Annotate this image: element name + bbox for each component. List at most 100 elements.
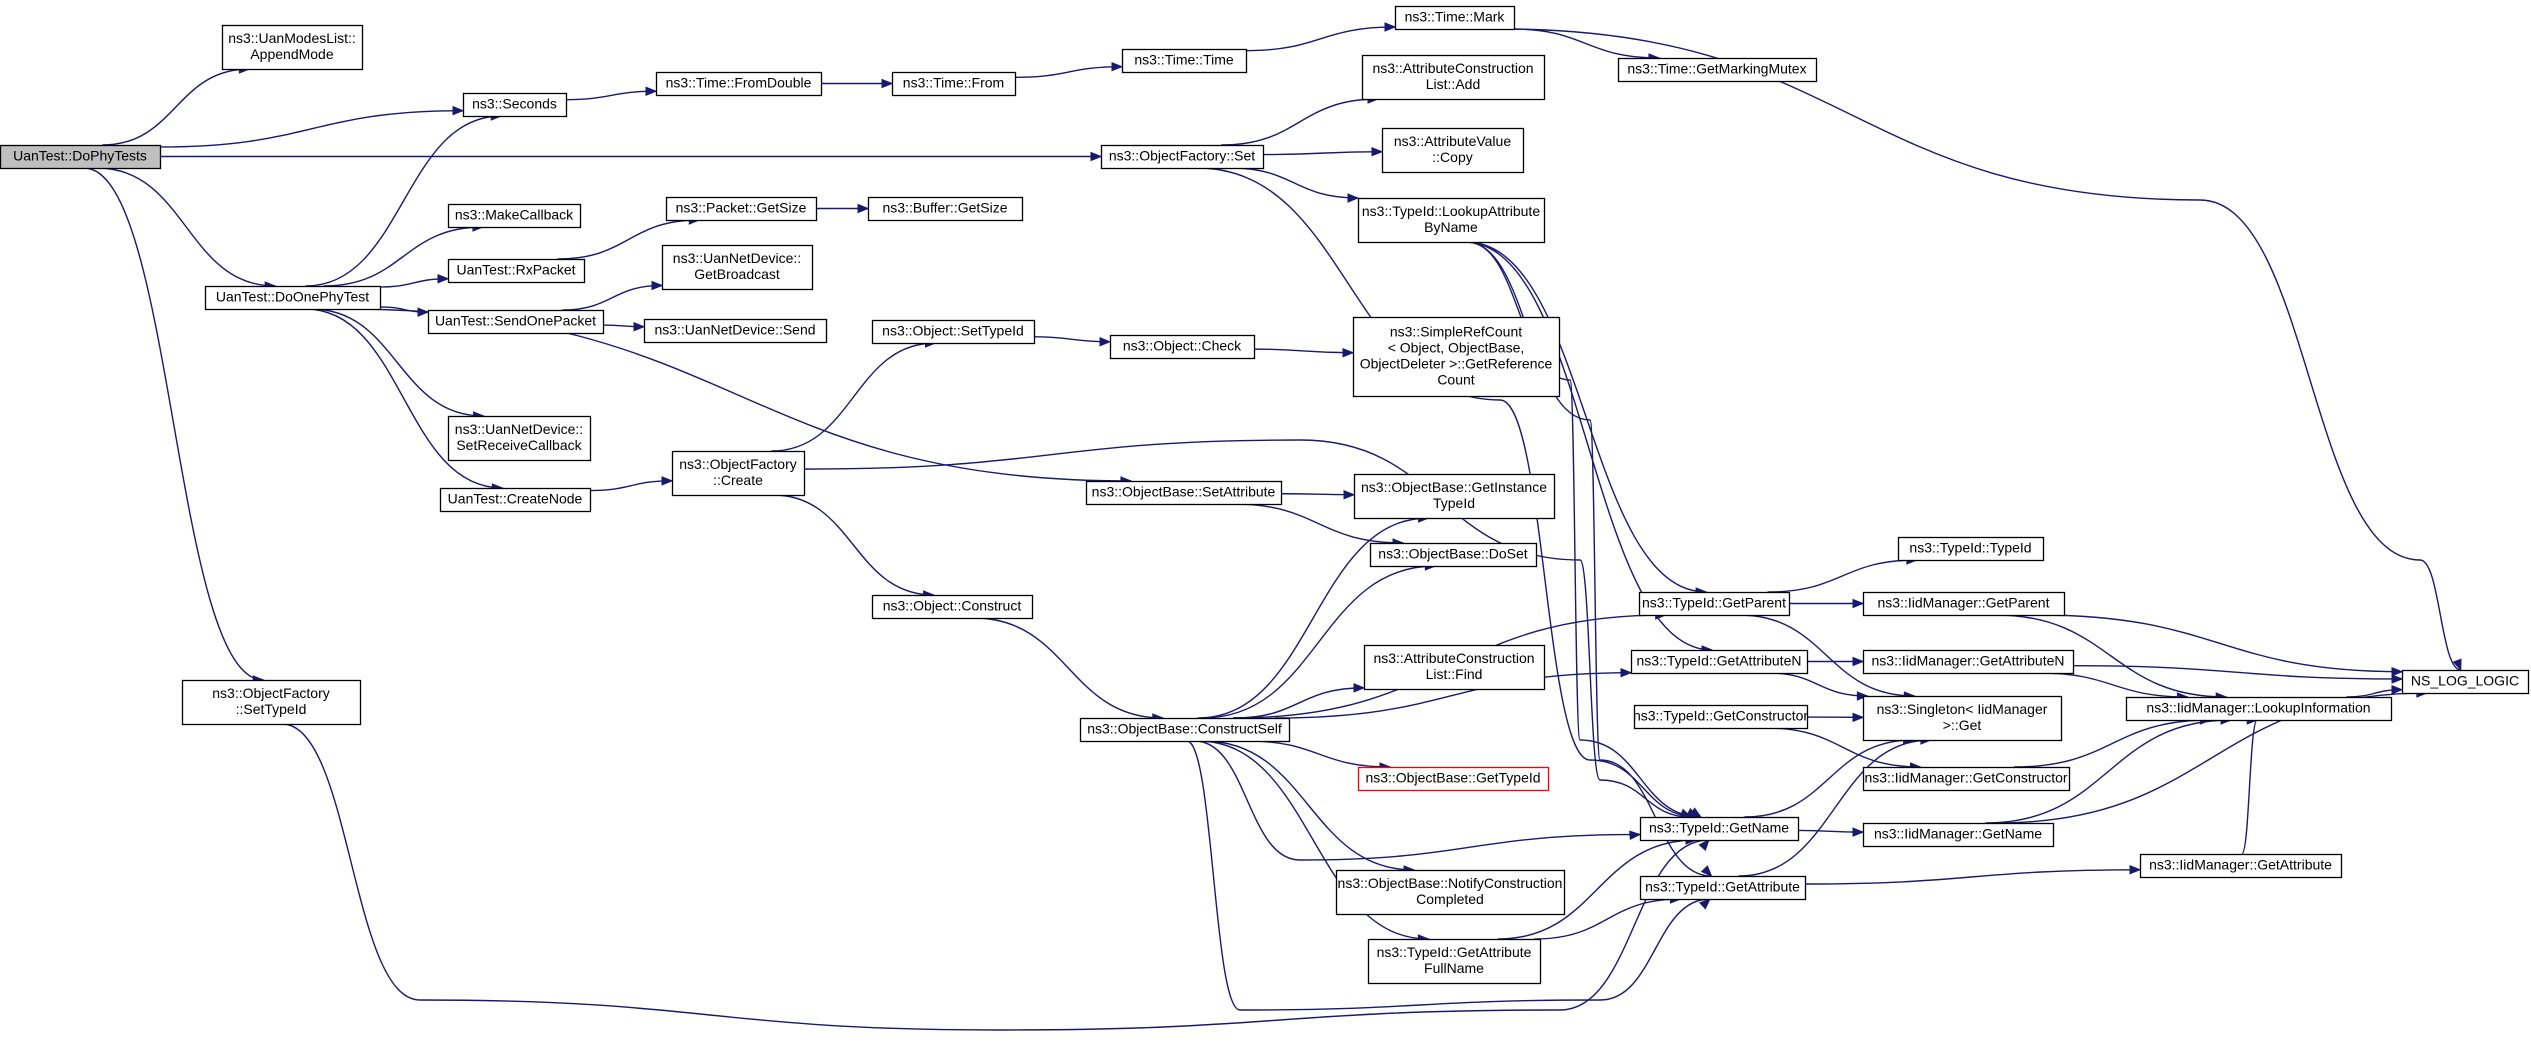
function-node-n47[interactable]: ns3::TypeId::GetAttribute (1639, 875, 1807, 901)
function-node-n35[interactable]: NS_LOG_LOGIC (2401, 669, 2530, 695)
function-node-n42[interactable]: ns3::ObjectBase::GetTypeId (1357, 766, 1550, 792)
node-label-line: ns3::IidManager::GetAttribute (2149, 857, 2332, 873)
arrowhead-icon (1856, 691, 1869, 701)
function-node-n43[interactable]: ns3::IidManager::GetConstructor (1862, 766, 2071, 792)
call-edge-n40-n35 (2346, 684, 2404, 698)
function-node-n17[interactable]: ns3::UanNetDevice::GetBroadcast (661, 244, 814, 291)
function-node-n25[interactable]: UanTest::CreateNode (439, 487, 592, 513)
node-label-line: ns3::AttributeConstruction (1373, 650, 1534, 666)
call-edge-n26-n27 (1280, 489, 1356, 500)
node-label-line: ns3::MakeCallback (455, 207, 574, 223)
function-node-n30[interactable]: ns3::TypeId::GetParent (1638, 591, 1791, 617)
function-node-n14[interactable]: UanTest::RxPacket (447, 258, 586, 284)
function-node-n22[interactable]: ns3::SimpleRefCount< Object, ObjectBase,… (1352, 316, 1561, 398)
node-label-line: ns3::Time::Time (1134, 52, 1234, 68)
call-edge-n31-n35 (2037, 614, 2404, 677)
function-node-n38[interactable]: ns3::TypeId::GetConstructor (1633, 704, 1808, 730)
node-label-line: ns3::Object::SetTypeId (882, 323, 1024, 339)
arrowhead-icon (2391, 684, 2404, 695)
call-edge-n41-n33 (1274, 667, 1633, 719)
function-node-n39[interactable]: ns3::Singleton< IidManager>::Get (1862, 695, 2063, 742)
function-node-n37[interactable]: ns3::ObjectFactory::SetTypeId (181, 679, 362, 726)
node-label-line: ns3::UanNetDevice:: (455, 421, 583, 437)
function-node-n34[interactable]: ns3::IidManager::GetAttributeN (1862, 649, 2075, 675)
node-label-line: ns3::TypeId::LookupAttribute (1362, 203, 1540, 219)
call-edge-n41-n46 (1203, 740, 1416, 875)
function-node-n15[interactable]: ns3::Packet::GetSize (665, 196, 818, 222)
function-node-n20[interactable]: ns3::Object::SetTypeId (871, 319, 1036, 345)
function-node-n28[interactable]: ns3::ObjectBase::DoSet (1369, 542, 1538, 568)
function-node-n4[interactable]: ns3::Time::From (891, 71, 1017, 97)
function-node-n29[interactable]: ns3::TypeId::TypeId (1897, 536, 2045, 562)
node-label-line: UanTest::DoPhyTests (13, 148, 147, 164)
function-node-n2[interactable]: ns3::Seconds (462, 92, 568, 118)
function-node-n44[interactable]: ns3::TypeId::GetName (1639, 816, 1800, 842)
function-node-n12[interactable]: UanTest::DoOnePhyTest (204, 285, 382, 311)
function-node-n32[interactable]: ns3::Object::Construct (871, 594, 1034, 620)
root-node-n0[interactable]: UanTest::DoPhyTests (0, 144, 162, 170)
function-node-n3[interactable]: ns3::Time::FromDouble (655, 71, 823, 97)
function-node-n48[interactable]: ns3::IidManager::GetAttribute (2139, 853, 2343, 879)
function-node-n46[interactable]: ns3::ObjectBase::NotifyConstructionCompl… (1335, 869, 1566, 916)
call-edge-n41-n47 (1186, 740, 1711, 1011)
call-edge-n6-n35 (1501, 28, 2462, 672)
arrowhead-icon (2391, 674, 2404, 684)
function-node-n6[interactable]: ns3::Time::Mark (1394, 5, 1516, 31)
node-label-line: ns3::TypeId::GetName (1649, 820, 1789, 836)
call-edge-n48-n40 (2241, 715, 2259, 855)
function-node-n21[interactable]: ns3::Object::Check (1109, 334, 1256, 360)
call-edge-n41-n42 (1247, 740, 1392, 772)
arrowhead-icon (437, 273, 450, 284)
function-node-n16[interactable]: ns3::Buffer::GetSize (867, 196, 1024, 222)
function-node-n45[interactable]: ns3::IidManager::GetName (1862, 822, 2055, 848)
arrowhead-icon (633, 322, 646, 332)
node-label-line: ns3::Object::Check (1123, 338, 1242, 354)
function-node-n19[interactable]: ns3::UanNetDevice::Send (643, 318, 828, 344)
call-edge-n33-n34 (1807, 656, 1865, 667)
function-node-n8[interactable]: ns3::ObjectFactory::Set (1100, 144, 1265, 170)
arrowhead-icon (857, 203, 870, 214)
arrowhead-icon (1099, 337, 1112, 347)
function-node-n10[interactable]: ns3::AttributeValue::Copy (1381, 127, 1525, 174)
call-edge-n18-n17 (562, 280, 664, 311)
arrowhead-icon (1852, 598, 1865, 609)
call-edge-n37-n44 (281, 723, 1710, 1031)
function-node-n13[interactable]: ns3::MakeCallback (447, 203, 582, 229)
arrowhead-icon (1689, 807, 1703, 818)
node-label-line: GetBroadcast (694, 266, 780, 282)
node-label-line: ::Create (713, 472, 763, 488)
arrowhead-icon (651, 280, 664, 291)
function-node-n1[interactable]: ns3::UanModesList::AppendMode (221, 24, 364, 71)
call-edge-n47-n39 (1738, 735, 1933, 877)
function-node-n26[interactable]: ns3::ObjectBase::SetAttribute (1085, 480, 1283, 506)
function-node-n41[interactable]: ns3::ObjectBase::ConstructSelf (1079, 717, 1291, 743)
node-label-line: ns3::UanNetDevice::Send (654, 322, 815, 338)
function-node-n24[interactable]: ns3::ObjectFactory::Create (671, 450, 806, 497)
arrowhead-icon (1699, 898, 1711, 910)
node-label-line: ns3::Buffer::GetSize (882, 200, 1007, 216)
function-node-n18[interactable]: UanTest::SendOnePacket (427, 309, 605, 335)
node-label-line: ns3::TypeId::GetParent (1642, 595, 1786, 611)
function-node-n5[interactable]: ns3::Time::Time (1121, 48, 1248, 74)
call-edge-n2-n3 (565, 86, 658, 101)
node-label-line: TypeId (1433, 495, 1475, 511)
node-label-line: List::Add (1426, 76, 1480, 92)
function-node-n33[interactable]: ns3::TypeId::GetAttributeN (1630, 649, 1809, 675)
function-node-n40[interactable]: ns3::IidManager::LookupInformation (2125, 696, 2393, 722)
arrowhead-icon (1342, 348, 1355, 358)
function-node-n23[interactable]: ns3::UanNetDevice::SetReceiveCallback (447, 415, 592, 462)
node-label-line: ns3::ObjectFactory (212, 685, 330, 701)
function-node-n7[interactable]: ns3::Time::GetMarkingMutex (1617, 57, 1818, 83)
node-label-line: ns3::TypeId::GetAttributeN (1637, 653, 1802, 669)
arrowhead-icon (1700, 865, 1713, 877)
node-label-line: ::Copy (1432, 149, 1472, 165)
arrowhead-icon (1852, 656, 1865, 667)
node-label-line: ns3::ObjectBase::ConstructSelf (1087, 721, 1282, 737)
call-edge-n30-n29 (1767, 555, 1919, 593)
function-node-n31[interactable]: ns3::IidManager::GetParent (1862, 591, 2066, 617)
